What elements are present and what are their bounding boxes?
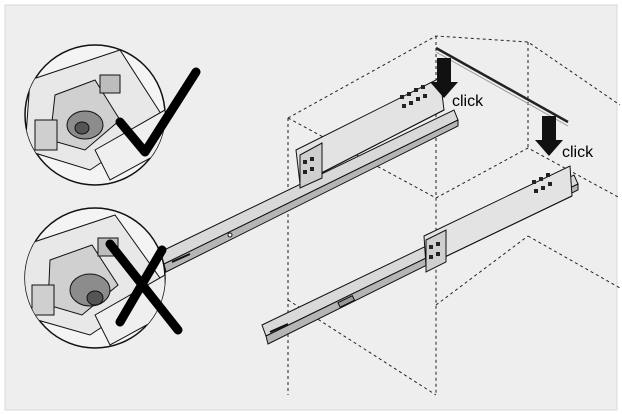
down-arrow-icon: [430, 58, 458, 98]
click-label-left: click: [452, 93, 484, 110]
left-runner-mount-holes: [303, 85, 427, 174]
check-mark-icon: [115, 67, 201, 157]
left-drawer-runner: [159, 77, 459, 273]
down-arrow-icon: [535, 116, 563, 156]
click-label-right: click: [562, 144, 594, 161]
right-runner-mount-holes: [429, 173, 552, 259]
detail-correct: [24, 44, 166, 186]
cabinet-rod: [435, 46, 569, 124]
cross-mark-icon: [105, 239, 183, 335]
